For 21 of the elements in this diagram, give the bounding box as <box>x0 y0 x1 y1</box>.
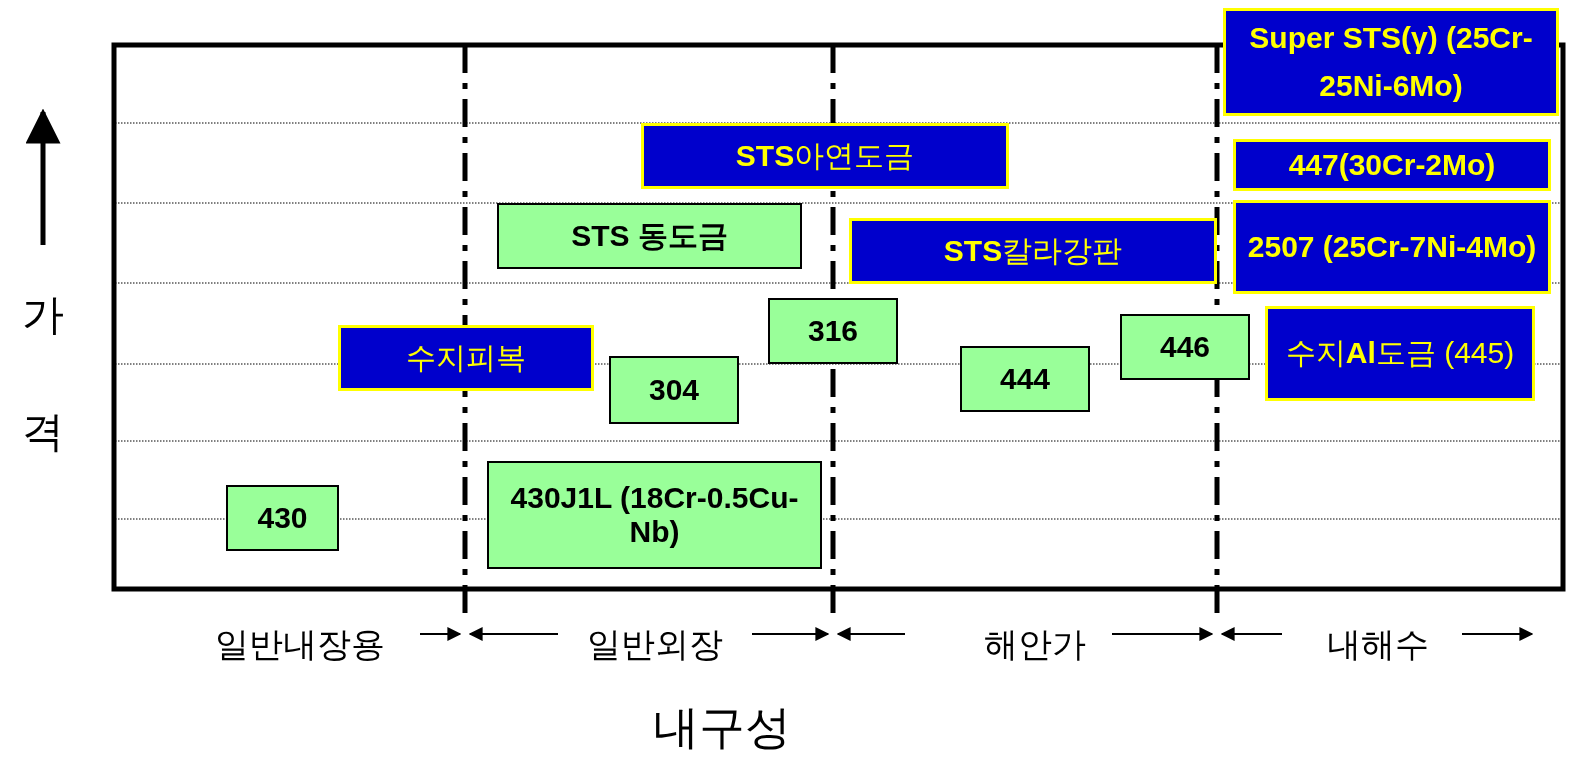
range-label: 일반외장 <box>587 624 723 665</box>
product-box: 2507 (25Cr-7Ni-4Mo) <box>1233 200 1551 294</box>
range-label: 내해수 <box>1327 624 1429 665</box>
product-box: STS아연도금 <box>641 123 1009 189</box>
grade-box: 430J1L (18Cr-0.5Cu-Nb) <box>487 461 822 569</box>
product-box: 수지Al도금 (445) <box>1265 306 1535 401</box>
axis-title: 가 <box>22 290 64 340</box>
grade-box: 446 <box>1120 314 1250 380</box>
range-label: 해안가 <box>984 624 1086 665</box>
grade-box: 444 <box>960 346 1090 412</box>
grade-box: STS 동도금 <box>497 203 802 269</box>
axis-title: 격 <box>22 407 64 457</box>
grade-box: 304 <box>609 356 739 424</box>
range-label: 일반내장용 <box>215 624 385 665</box>
grade-box: 430 <box>226 485 339 551</box>
product-box: 수지피복 <box>338 325 594 391</box>
product-box: 447(30Cr-2Mo) <box>1233 139 1551 191</box>
axis-title: 내구성 <box>653 700 791 755</box>
product-box: STS칼라강판 <box>849 218 1217 284</box>
grade-box: 316 <box>768 298 898 364</box>
product-box: Super STS(γ) (25Cr-25Ni-6Mo) <box>1223 8 1559 116</box>
